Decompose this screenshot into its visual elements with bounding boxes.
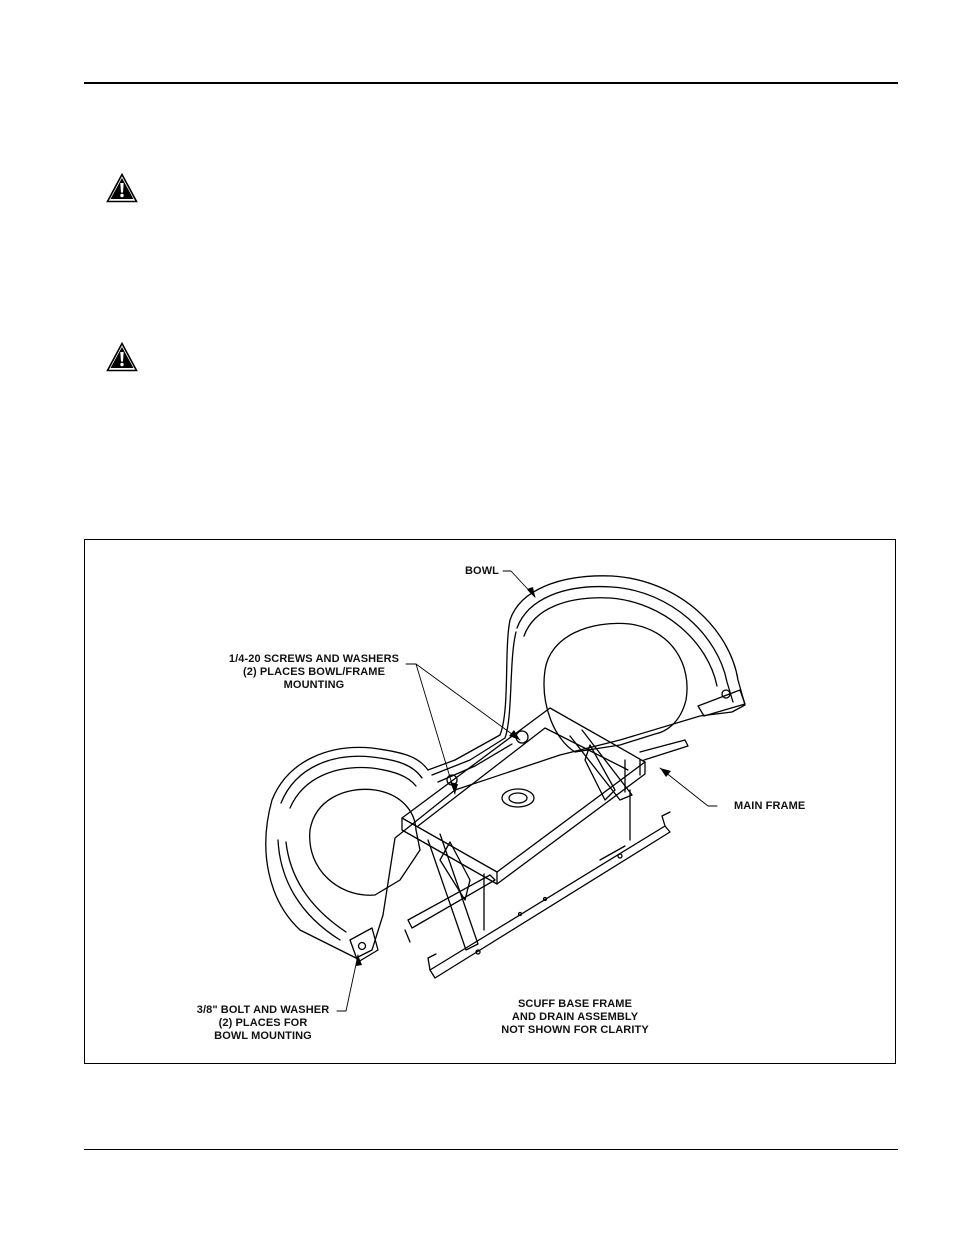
bowl-wells	[309, 622, 688, 896]
leader-arrowheads	[356, 587, 671, 966]
footer-rule	[84, 1149, 898, 1150]
figure-frame	[84, 539, 896, 1064]
bowl-mounting-tabs	[349, 689, 746, 963]
callout-bolt-washer: 3/8" BOLT AND WASHER (2) PLACES FOR BOWL…	[196, 1004, 330, 1042]
callout-screws-washers: 1/4-20 SCREWS AND WASHERS (2) PLACES BOW…	[228, 653, 400, 691]
bowl-outline	[265, 575, 746, 959]
warning-triangle-icon	[106, 172, 138, 203]
header-rule	[84, 82, 898, 84]
warning-triangle-icon	[106, 341, 138, 372]
callout-bowl: BOWL	[465, 565, 500, 577]
callout-scuff-base-note: SCUFF BASE FRAME AND DRAIN ASSEMBLY NOT …	[501, 998, 649, 1036]
callout-main-frame: MAIN FRAME	[734, 800, 806, 812]
main-frame	[401, 707, 689, 979]
